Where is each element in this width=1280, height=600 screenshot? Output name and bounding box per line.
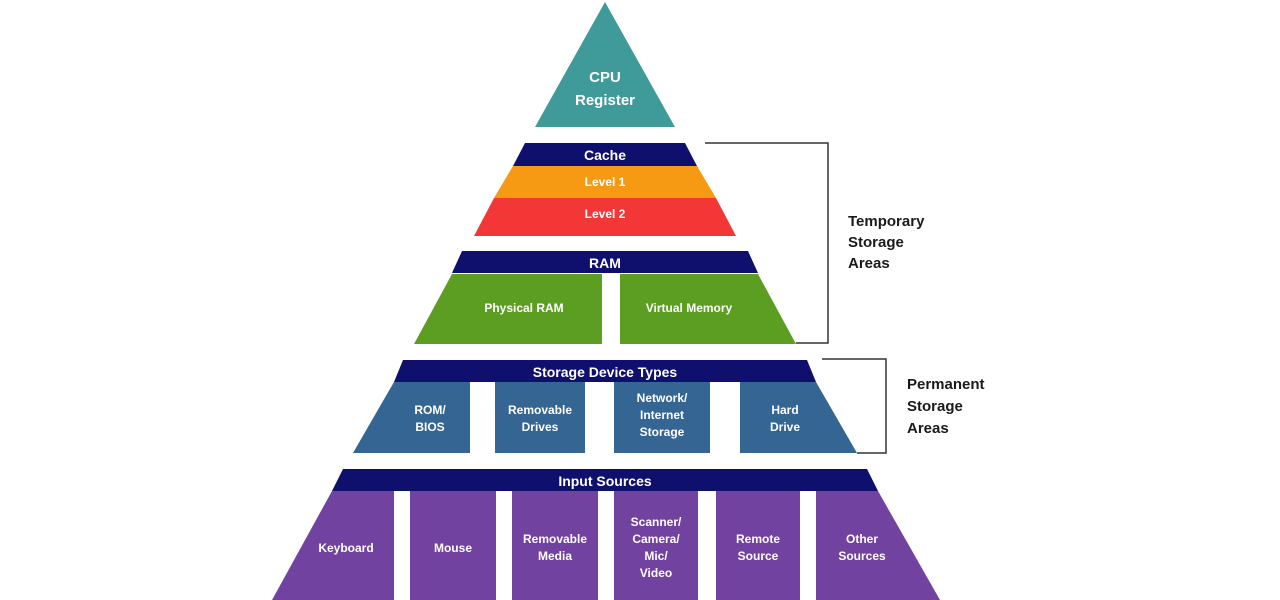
cpu-register-triangle [535,2,675,127]
scanner-label-line3: Mic/ [644,549,668,563]
cache-level2-band [474,198,736,236]
other-sources-label-line2: Sources [838,549,886,563]
scanner-label-line4: Video [640,566,672,580]
removable-media-label-line2: Media [538,549,572,563]
register-label: Register [575,92,635,109]
removable-media-block [512,491,598,600]
permanent-label-line3: Areas [907,420,949,437]
permanent-storage-bracket [822,358,887,454]
ram-header-band [452,251,758,273]
cache-level1-label: Level 1 [585,175,626,189]
other-sources-label-line1: Other [846,532,878,546]
remote-source-label-line1: Remote [736,532,780,546]
cache-header-label: Cache [584,147,626,163]
temporary-label-line3: Areas [848,255,890,272]
physical-ram-label: Physical RAM [484,301,563,315]
removable-drives-label-line1: Removable [508,403,572,417]
cpu-label: CPU [589,69,621,86]
network-storage-label-line2: Internet [640,408,684,422]
temporary-storage-bracket [705,142,829,344]
remote-source-label-line2: Source [738,549,779,563]
physical-ram-block [414,274,602,344]
removable-drives-block [495,382,585,453]
cache-level2-label: Level 2 [585,207,626,221]
input-header-band [332,469,878,491]
storage-header-label: Storage Device Types [533,364,678,380]
network-storage-label-line3: Storage [640,425,685,439]
rom-bios-label-line2: BIOS [415,420,444,434]
removable-drives-label-line2: Drives [522,420,559,434]
temporary-label-line1: Temporary [848,213,925,230]
keyboard-block [272,491,394,600]
virtual-memory-label: Virtual Memory [646,301,733,315]
temporary-label-line2: Storage [848,234,904,251]
rom-bios-block [353,382,470,453]
hard-drive-block [740,382,857,453]
mouse-label: Mouse [434,541,472,555]
ram-header-label: RAM [589,255,621,271]
scanner-label-line2: Camera/ [632,532,680,546]
keyboard-label: Keyboard [318,541,373,555]
removable-media-label-line1: Removable [523,532,587,546]
rom-bios-label-line1: ROM/ [414,403,446,417]
hard-drive-label-line2: Drive [770,420,800,434]
network-storage-block [614,382,710,453]
scanner-camera-block [614,491,698,600]
input-header-label: Input Sources [558,473,652,489]
cache-level1-band [494,166,716,198]
hard-drive-label-line1: Hard [771,403,798,417]
storage-header-band [394,360,816,382]
permanent-label-line1: Permanent [907,376,985,393]
remote-source-block [716,491,800,600]
virtual-memory-block [620,274,796,344]
scanner-label-line1: Scanner/ [631,515,682,529]
mouse-block [410,491,496,600]
cache-header-band [513,143,697,166]
permanent-label-line2: Storage [907,398,963,415]
other-sources-block [816,491,940,600]
network-storage-label-line1: Network/ [637,391,688,405]
